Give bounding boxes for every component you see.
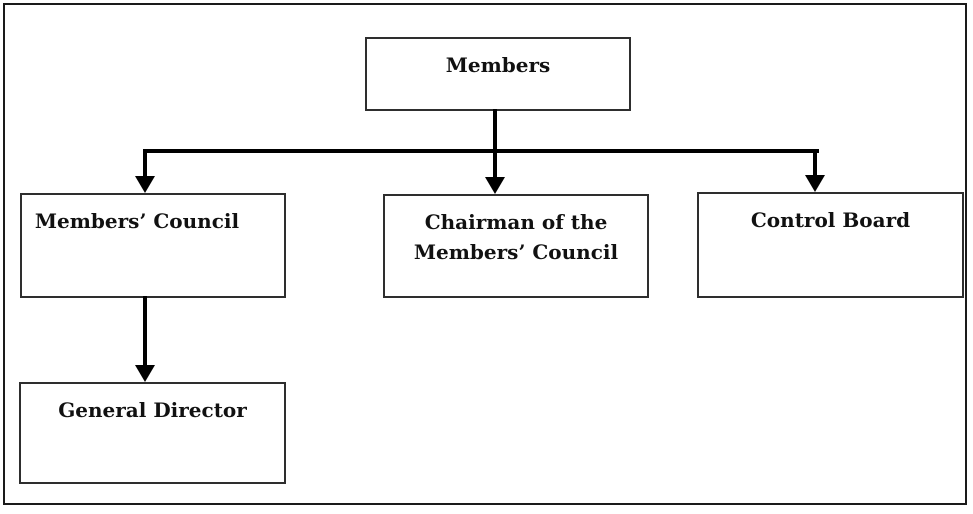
edge-to-chairman-line: [493, 149, 497, 179]
node-chairman-of-members-council: Chairman of the Members’ Council: [383, 194, 649, 298]
node-general-director: General Director: [19, 382, 286, 484]
node-members: Members: [365, 37, 631, 111]
node-members-label: Members: [445, 53, 551, 77]
edge-to-members-council-line: [143, 149, 147, 178]
node-control-board: Control Board: [697, 192, 964, 298]
node-chairman-label-line2: Members’ Council: [413, 240, 619, 264]
node-general-director-label: General Director: [58, 398, 247, 422]
node-members-council-label: Members’ Council: [34, 209, 240, 233]
node-chairman-label-line1: Chairman of the: [424, 210, 608, 234]
edge-to-general-director-line: [143, 296, 147, 366]
node-members-council: Members’ Council: [20, 193, 286, 298]
edge-branch-horizontal-line: [143, 149, 819, 153]
node-control-board-label: Control Board: [750, 208, 911, 232]
edge-members-stem-line: [493, 109, 497, 152]
arrow-down-chairman-icon: [485, 177, 505, 194]
arrow-down-control-board-icon: [805, 175, 825, 192]
arrow-down-general-director-icon: [135, 365, 155, 382]
arrow-down-members-council-icon: [135, 176, 155, 193]
edge-to-control-board-line: [813, 149, 817, 176]
